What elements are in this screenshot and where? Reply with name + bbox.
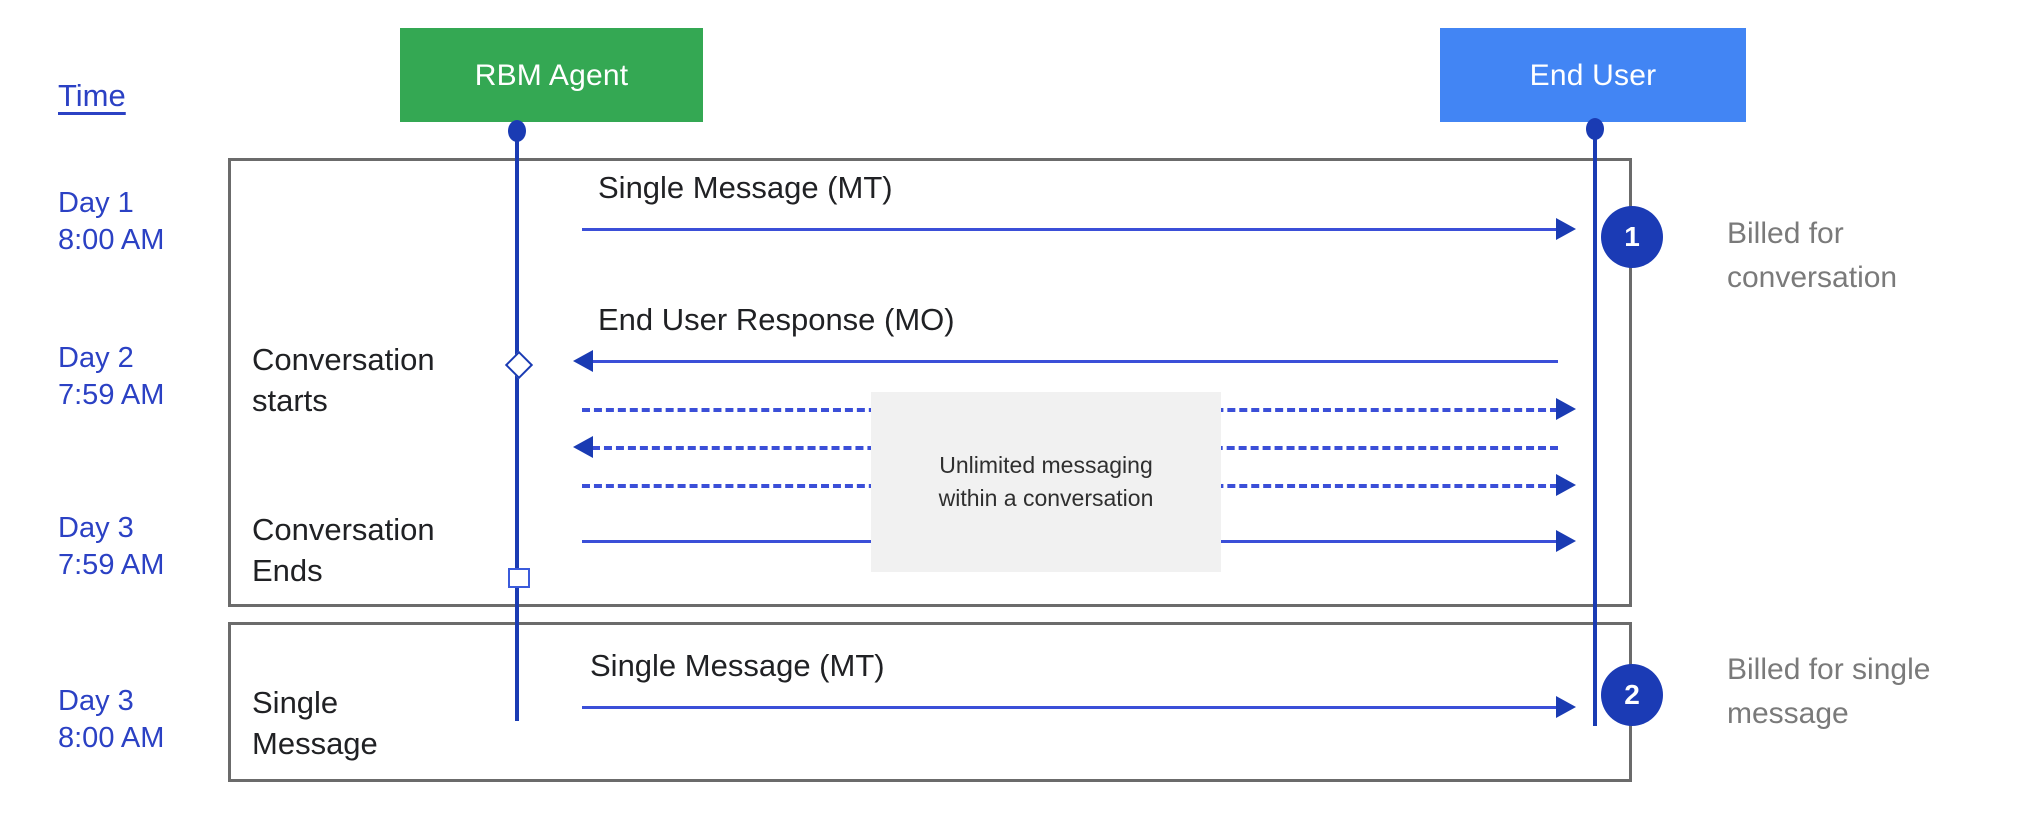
arrowhead-right-unlimited-3 bbox=[1556, 474, 1576, 496]
billing-group-box-1 bbox=[228, 158, 1632, 607]
arrowhead-left-unlimited-2 bbox=[573, 436, 593, 458]
arrowhead-right-mt-1 bbox=[1556, 218, 1576, 240]
billing-note-conversation: Billed for conversation bbox=[1727, 217, 1898, 294]
message-caption-end-user-response-mo: End User Response (MO) bbox=[598, 302, 955, 337]
actor-end-user-label: End User bbox=[1529, 58, 1657, 92]
arrowhead-left-mo-1 bbox=[573, 350, 593, 372]
message-arrow-mt-2 bbox=[582, 706, 1558, 709]
billing-note-single-message: Billed for single message bbox=[1727, 653, 1931, 730]
time-stamp-day3-759am: Day 3 7:59 AM bbox=[58, 512, 165, 582]
actor-rbm-agent[interactable]: RBM Agent bbox=[400, 28, 703, 122]
arrowhead-right-unlimited-1 bbox=[1556, 398, 1576, 420]
message-arrow-mo-1 bbox=[592, 360, 1558, 363]
time-stamp-day1-800am: Day 1 8:00 AM bbox=[58, 187, 165, 257]
message-arrow-mt-1 bbox=[582, 228, 1558, 231]
time-stamp-day2-759am: Day 2 7:59 AM bbox=[58, 342, 165, 412]
lifeline-rbm-agent bbox=[515, 126, 519, 721]
phase-label-conversation-ends: Conversation Ends bbox=[252, 512, 435, 588]
actor-end-user[interactable]: End User bbox=[1440, 28, 1746, 122]
status-badge-billing-1[interactable]: 1 bbox=[1601, 206, 1663, 268]
time-stamp-day3-800am: Day 3 8:00 AM bbox=[58, 685, 165, 755]
arrowhead-right-mt-2 bbox=[1556, 696, 1576, 718]
unlimited-messaging-note: Unlimited messaging within a conversatio… bbox=[871, 392, 1221, 572]
message-caption-single-message-mt-2: Single Message (MT) bbox=[590, 648, 885, 683]
message-caption-single-message-mt-1: Single Message (MT) bbox=[598, 170, 893, 205]
arrowhead-right-unlimited-4 bbox=[1556, 530, 1576, 552]
lifeline-end-user bbox=[1593, 126, 1597, 726]
phase-label-conversation-starts: Conversation starts bbox=[252, 342, 435, 418]
time-axis-header: Time bbox=[58, 78, 126, 113]
status-badge-billing-2[interactable]: 2 bbox=[1601, 664, 1663, 726]
phase-label-single-message: Single Message bbox=[252, 685, 378, 761]
actor-rbm-agent-label: RBM Agent bbox=[474, 58, 629, 92]
conversation-end-marker-icon bbox=[508, 568, 530, 588]
